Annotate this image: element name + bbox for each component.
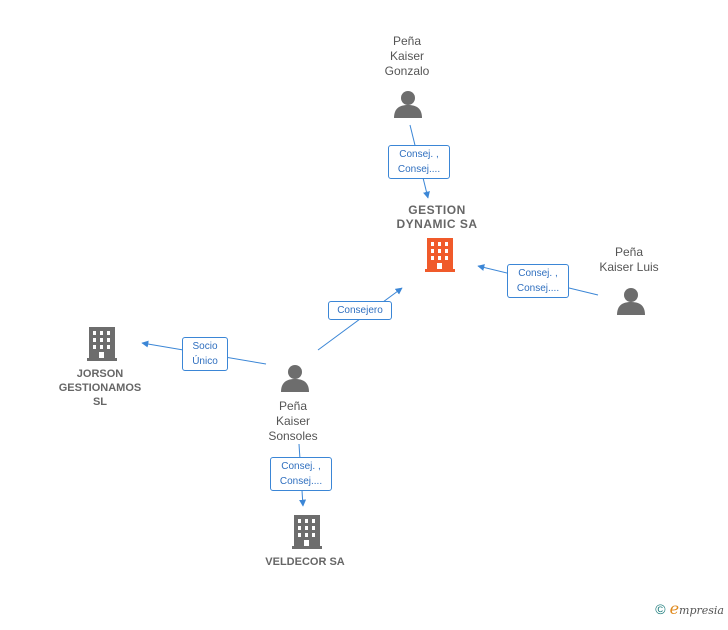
building-icon[interactable] <box>425 238 455 272</box>
person-icon[interactable] <box>281 365 309 392</box>
node-label-sonsoles[interactable]: Peña Kaiser Sonsoles <box>268 399 318 443</box>
edge-label-sonsoles-veldecor[interactable]: Consej. , Consej.... <box>270 457 332 491</box>
building-icon[interactable] <box>292 515 322 549</box>
brand-name: mpresia <box>679 604 724 617</box>
node-label-veldecor[interactable]: VELDECOR SA <box>265 556 345 568</box>
edge-label-gonzalo-gestion[interactable]: Consej. , Consej.... <box>388 145 450 179</box>
node-label-gestion-dynamic[interactable]: GESTION DYNAMIC SA <box>396 203 478 231</box>
node-label-gonzalo[interactable]: Peña Kaiser Gonzalo <box>384 34 430 78</box>
node-label-jorson[interactable]: JORSON GESTIONAMOS SL <box>58 368 142 408</box>
edge-label-sonsoles-jorson[interactable]: Socio Único <box>182 337 228 371</box>
node-label-luis[interactable]: Peña Kaiser Luis <box>599 245 659 274</box>
person-icon[interactable] <box>394 91 422 118</box>
person-icon[interactable] <box>617 288 645 315</box>
copyright-symbol: © <box>655 600 666 617</box>
edge-label-luis-gestion[interactable]: Consej. , Consej.... <box>507 264 569 298</box>
building-icon[interactable] <box>87 327 117 361</box>
footer-brand: © empresia <box>655 599 724 618</box>
edge-label-sonsoles-gestion[interactable]: Consejero <box>328 301 392 320</box>
empresia-logo[interactable]: empresia <box>670 599 724 618</box>
brand-initial: e <box>669 599 680 618</box>
